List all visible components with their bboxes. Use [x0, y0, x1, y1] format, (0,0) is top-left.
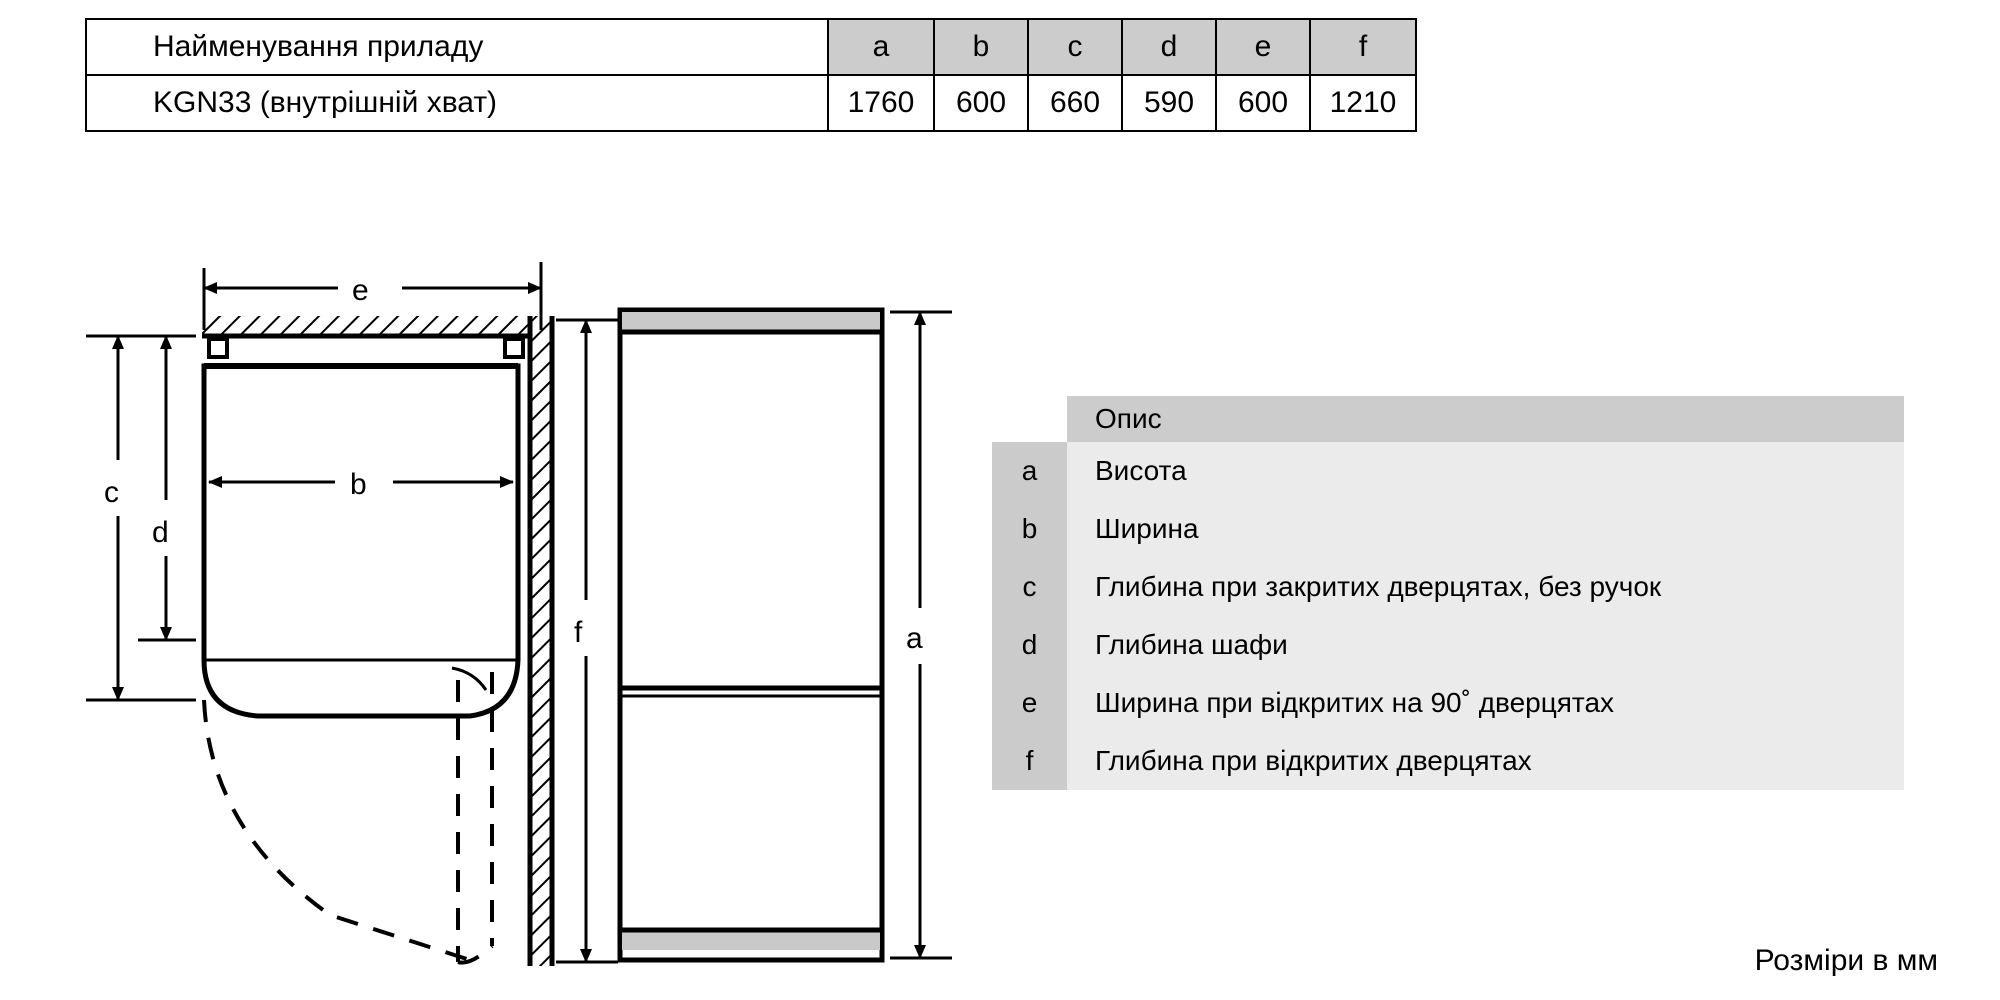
front-elevation-view: a: [617, 307, 952, 963]
column-header-c: c: [1027, 18, 1123, 76]
legend-header: Опис: [1067, 396, 1904, 442]
appliance-body-plan: [201, 363, 521, 719]
dimension-f: f: [556, 318, 618, 964]
legend-row-e: e Ширина при відкритих на 90˚ дверцятах: [992, 674, 1904, 732]
table-header-row: Найменування приладу a b c d e f: [85, 18, 1417, 76]
dimension-d: d: [138, 334, 196, 642]
units-note: Розміри в мм: [1754, 944, 1938, 977]
legend-desc-f: Глибина при відкритих дверцятах: [1067, 732, 1904, 790]
dim-label-a: a: [906, 622, 923, 655]
dim-label-e: e: [352, 274, 369, 307]
legend-desc-d: Глибина шафи: [1067, 616, 1904, 674]
legend-header-label: Опис: [1095, 403, 1162, 434]
spec-name-header: Найменування приладу: [85, 18, 829, 76]
elevation-outline: [617, 307, 885, 963]
column-header-a: a: [827, 18, 935, 76]
elevation-bottom-band: [622, 932, 880, 950]
legend-row-c: c Глибина при закритих дверцятах, без ру…: [992, 558, 1904, 616]
legend-key-a: a: [992, 442, 1067, 500]
elevation-top-band: [622, 312, 880, 330]
dim-label-b: b: [350, 468, 367, 501]
column-header-f: f: [1309, 18, 1417, 76]
wall-hatch-vertical: [527, 316, 555, 966]
legend-desc-b: Ширина: [1067, 500, 1904, 558]
legend-row-b: b Ширина: [992, 500, 1904, 558]
legend-row-d: d Глибина шафи: [992, 616, 1904, 674]
dimension-legend: Опис a Висота b Ширина c Глибина при зак…: [992, 396, 1904, 790]
value-cell-a: 1760: [827, 74, 935, 132]
door-swing-arc-outer: [202, 699, 471, 962]
legend-key-b: b: [992, 500, 1067, 558]
column-header-d: d: [1121, 18, 1217, 76]
plan-view: e b c d f: [86, 262, 618, 966]
value-cell-f: 1210: [1309, 74, 1417, 132]
dim-label-d: d: [152, 516, 169, 549]
hinge-block-right: [503, 337, 525, 359]
value-cell-b: 600: [933, 74, 1029, 132]
value-cell-c: 660: [1027, 74, 1123, 132]
value-cell-e: 600: [1215, 74, 1311, 132]
appliance-spec-table: Найменування приладу a b c d e f KGN33 (…: [85, 18, 1417, 132]
legend-row-a: a Висота: [992, 442, 1904, 500]
dimension-b: b: [208, 458, 514, 504]
dimension-c: c: [86, 334, 196, 702]
legend-key-c: c: [992, 558, 1067, 616]
column-header-e: e: [1215, 18, 1311, 76]
model-name-cell: KGN33 (внутрішній хват): [85, 74, 829, 132]
dim-label-c: c: [104, 476, 119, 509]
legend-body: a Висота b Ширина c Глибина при закритих…: [992, 442, 1904, 790]
legend-desc-e: Ширина при відкритих на 90˚ дверцятах: [1067, 674, 1904, 732]
door-leaf-dashed-foot: [457, 944, 494, 965]
column-header-b: b: [933, 18, 1029, 76]
legend-desc-c: Глибина при закритих дверцятах, без ручо…: [1067, 558, 1904, 616]
legend-key-f: f: [992, 732, 1067, 790]
legend-row-f: f Глибина при відкритих дверцятах: [992, 732, 1904, 790]
table-row: KGN33 (внутрішній хват) 1760 600 660 590…: [85, 74, 1417, 132]
legend-key-d: d: [992, 616, 1067, 674]
legend-key-e: e: [992, 674, 1067, 732]
hinge-block-left: [207, 337, 229, 359]
door-handle-hint: [451, 666, 488, 691]
dimension-e: e: [202, 262, 543, 330]
dimension-a: a: [890, 310, 952, 960]
value-cell-d: 590: [1121, 74, 1217, 132]
dim-label-f: f: [574, 616, 583, 649]
wall-hatch-horizontal: [202, 316, 550, 339]
legend-desc-a: Висота: [1067, 442, 1904, 500]
